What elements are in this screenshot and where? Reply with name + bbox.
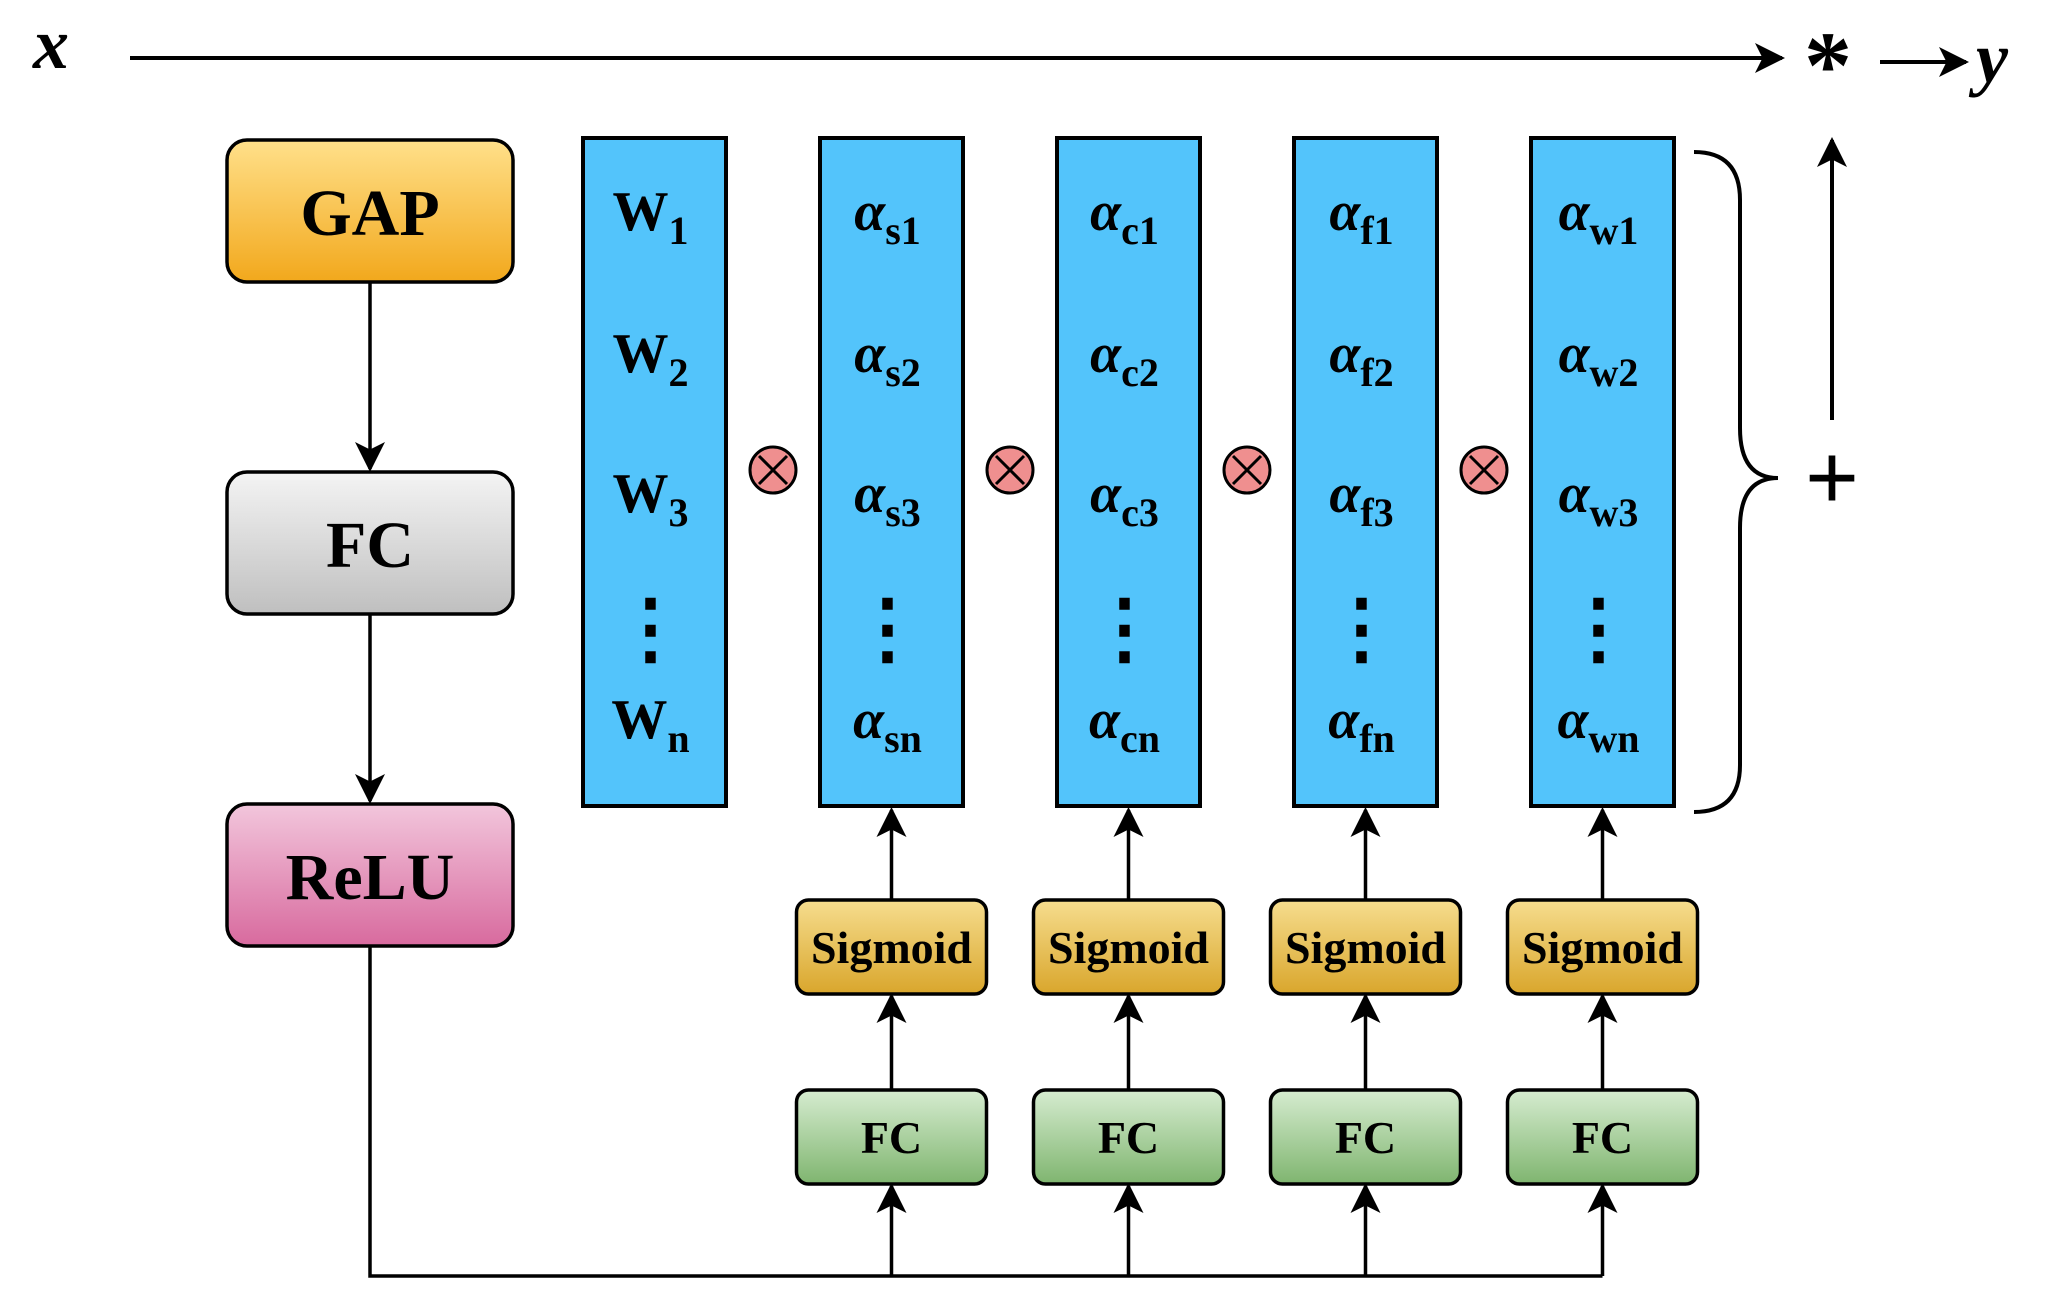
sigmoid-label-4: Sigmoid <box>1522 922 1683 973</box>
branch-fc-label-1: FC <box>861 1112 922 1163</box>
column-5-entry-4: αwn <box>1557 689 1639 761</box>
column-5-entry-1: αw1 <box>1559 181 1639 253</box>
column-4-entry-1: αf1 <box>1329 181 1393 253</box>
column-5-box <box>1529 136 1676 808</box>
column-1-box <box>581 136 728 808</box>
column-3-entry-1: αc1 <box>1090 181 1159 253</box>
column-3-entry-3: αc3 <box>1090 463 1159 535</box>
column-2-entry-1: αs1 <box>854 181 921 253</box>
chain-node-relu-label: ReLU <box>286 841 455 914</box>
times-symbol-cross-b <box>1468 454 1500 486</box>
column-4-box <box>1292 136 1439 808</box>
sum-brace <box>1693 150 1779 814</box>
plus-symbol: + <box>1805 424 1860 531</box>
times-symbol-cross-b <box>994 454 1026 486</box>
branch-fc-label-3: FC <box>1335 1112 1396 1163</box>
column-2-entry-3: αs3 <box>854 463 921 535</box>
branch-fc-label-2: FC <box>1098 1112 1159 1163</box>
relu-bus-line <box>368 946 1603 1278</box>
column-3-entry-2: αc2 <box>1090 323 1159 395</box>
column-5-entry-3: αw3 <box>1559 463 1639 535</box>
column-4-ellipsis: ⋮ <box>1323 585 1401 672</box>
column-4-entry-4: αfn <box>1328 689 1395 761</box>
times-symbol-cross-b <box>1231 454 1263 486</box>
column-3-ellipsis: ⋮ <box>1086 585 1164 672</box>
input-x-label: x <box>32 4 69 84</box>
sigmoid-label-3: Sigmoid <box>1285 922 1446 973</box>
column-4-entry-3: αf3 <box>1329 463 1393 535</box>
column-1-entry-4: Wn <box>611 689 689 761</box>
column-1-entry-1: W1 <box>613 181 689 253</box>
column-1-entry-2: W2 <box>613 323 689 395</box>
column-2-box <box>818 136 965 808</box>
column-1-entry-3: W3 <box>613 463 689 535</box>
chain-node-fc-label: FC <box>326 509 414 582</box>
column-5-entry-2: αw2 <box>1559 323 1639 395</box>
sigmoid-label-1: Sigmoid <box>811 922 972 973</box>
sigmoid-label-2: Sigmoid <box>1048 922 1209 973</box>
chain-node-gap-label: GAP <box>300 177 439 250</box>
column-3-entry-4: αcn <box>1089 689 1160 761</box>
column-5-ellipsis: ⋮ <box>1560 585 1638 672</box>
column-2-entry-2: αs2 <box>854 323 921 395</box>
column-2-entry-4: αsn <box>853 689 922 761</box>
column-3-box <box>1055 136 1202 808</box>
times-symbol-cross-b <box>757 454 789 486</box>
column-1-ellipsis: ⋮ <box>612 585 690 672</box>
output-y-label: y <box>1968 18 2009 98</box>
column-2-ellipsis: ⋮ <box>849 585 927 672</box>
column-4-entry-2: αf2 <box>1329 323 1393 395</box>
multiply-symbol: * <box>1804 12 1852 119</box>
branch-fc-label-4: FC <box>1572 1112 1633 1163</box>
left-chain: GAP FC ReLU <box>225 138 515 948</box>
